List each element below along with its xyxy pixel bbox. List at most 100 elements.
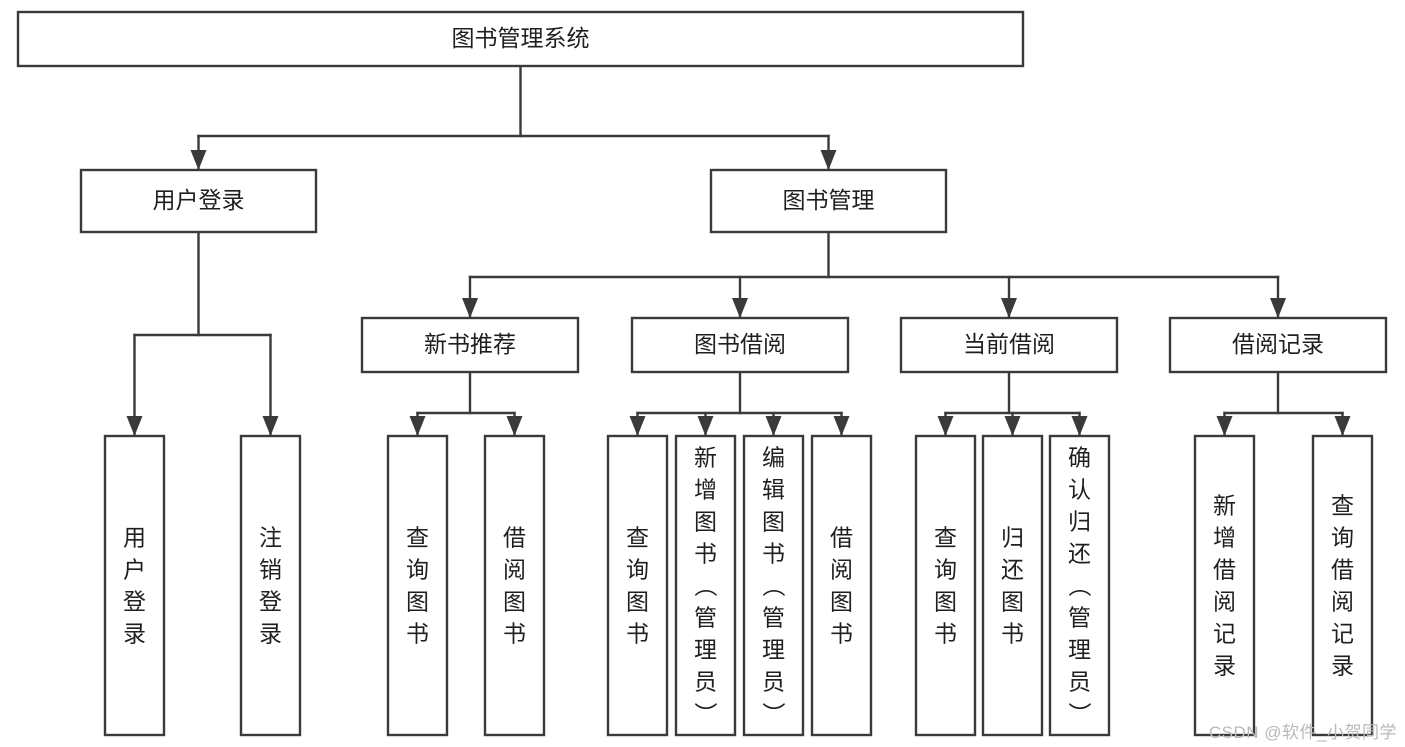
arrow-head-icon-leaf-1-2 <box>765 416 782 436</box>
node-level3-0-rect <box>360 316 580 374</box>
svg-text:书: 书 <box>830 621 853 647</box>
svg-text:图: 图 <box>934 589 957 615</box>
nodes-layer: 图书管理系统用户登录图书管理新书推荐图书借阅当前借阅借阅记录用户登录注销登录查询… <box>16 10 1388 737</box>
arrow-head-icon-l3-0 <box>462 298 478 318</box>
svg-text:员: 员 <box>1068 669 1091 695</box>
svg-text:登: 登 <box>259 589 282 615</box>
node-level2-1[interactable]: 图书管理 <box>709 168 948 234</box>
svg-text:查: 查 <box>406 525 429 551</box>
svg-text:书: 书 <box>626 621 649 647</box>
node-leaf-11-rect <box>1193 434 1256 737</box>
node-level3-2-rect <box>899 316 1119 374</box>
svg-text:还: 还 <box>1001 557 1024 583</box>
node-level3-1[interactable]: 图书借阅 <box>630 316 850 374</box>
node-root-图书管理系统-rect <box>16 10 1025 68</box>
svg-text:书: 书 <box>934 621 957 647</box>
node-level2-1-rect <box>709 168 948 234</box>
arrow-head-icon-l3-1 <box>732 298 748 318</box>
svg-text:）: ） <box>761 702 787 725</box>
svg-text:查: 查 <box>934 525 957 551</box>
connectors-layer <box>126 64 1351 436</box>
node-level2-1-label: 图书管理 <box>783 187 875 213</box>
svg-text:录: 录 <box>123 621 146 647</box>
node-level3-0[interactable]: 新书推荐 <box>360 316 580 374</box>
node-leaf-0-rect <box>103 434 166 737</box>
svg-text:增: 增 <box>1213 525 1236 551</box>
node-leaf-12-rect <box>1311 434 1374 737</box>
svg-text:管: 管 <box>694 605 717 631</box>
svg-text:书: 书 <box>762 541 785 567</box>
svg-text:询: 询 <box>934 557 957 583</box>
node-level3-1-rect <box>630 316 850 374</box>
svg-text:图: 图 <box>503 589 526 615</box>
svg-text:图: 图 <box>406 589 429 615</box>
svg-text:户: 户 <box>123 557 146 583</box>
svg-text:认: 认 <box>1068 477 1091 503</box>
svg-text:编: 编 <box>762 445 785 471</box>
svg-text:）: ） <box>693 702 719 725</box>
node-level3-2[interactable]: 当前借阅 <box>899 316 1119 374</box>
svg-text:记: 记 <box>1331 621 1354 647</box>
node-leaf-5-rect <box>674 434 737 737</box>
node-root-图书管理系统[interactable]: 图书管理系统 <box>16 10 1025 68</box>
node-level3-0-label: 新书推荐 <box>424 331 516 357</box>
svg-text:书: 书 <box>1001 621 1024 647</box>
svg-text:询: 询 <box>1331 525 1354 551</box>
node-leaf-9-rect <box>981 434 1044 737</box>
svg-text:阅: 阅 <box>1213 589 1236 615</box>
svg-text:图: 图 <box>694 509 717 535</box>
svg-text:销: 销 <box>259 557 282 583</box>
svg-text:新: 新 <box>1213 493 1236 519</box>
node-leaf-0[interactable]: 用户登录 <box>103 434 166 737</box>
svg-text:书: 书 <box>503 621 526 647</box>
node-leaf-1-rect <box>239 434 302 737</box>
arrow-head-icon-leaf-3-0 <box>1216 416 1233 436</box>
node-level2-0[interactable]: 用户登录 <box>79 168 318 234</box>
svg-text:借: 借 <box>830 525 853 551</box>
arrow-head-icon-leaf-0-0 <box>409 416 426 436</box>
arrow-head-icon-leaf-2-1 <box>1004 416 1021 436</box>
svg-text:录: 录 <box>1331 653 1354 679</box>
svg-text:图: 图 <box>626 589 649 615</box>
svg-text:还: 还 <box>1068 541 1091 567</box>
node-level3-3[interactable]: 借阅记录 <box>1168 316 1388 374</box>
svg-text:增: 增 <box>694 477 717 503</box>
svg-text:归: 归 <box>1001 525 1024 551</box>
svg-text:）: ） <box>1067 702 1093 725</box>
node-leaf-0-label: 用户登录 <box>123 525 146 647</box>
svg-text:理: 理 <box>762 637 785 663</box>
svg-text:归: 归 <box>1068 509 1091 535</box>
svg-text:员: 员 <box>762 669 785 695</box>
svg-text:记: 记 <box>1213 621 1236 647</box>
svg-text:辑: 辑 <box>762 477 785 503</box>
svg-text:查: 查 <box>1331 493 1354 519</box>
svg-text:查: 查 <box>626 525 649 551</box>
svg-text:录: 录 <box>1213 653 1236 679</box>
svg-text:阅: 阅 <box>830 557 853 583</box>
node-leaf-4-rect <box>606 434 669 737</box>
svg-text:借: 借 <box>503 525 526 551</box>
svg-text:员: 员 <box>694 669 717 695</box>
svg-text:借: 借 <box>1213 557 1236 583</box>
